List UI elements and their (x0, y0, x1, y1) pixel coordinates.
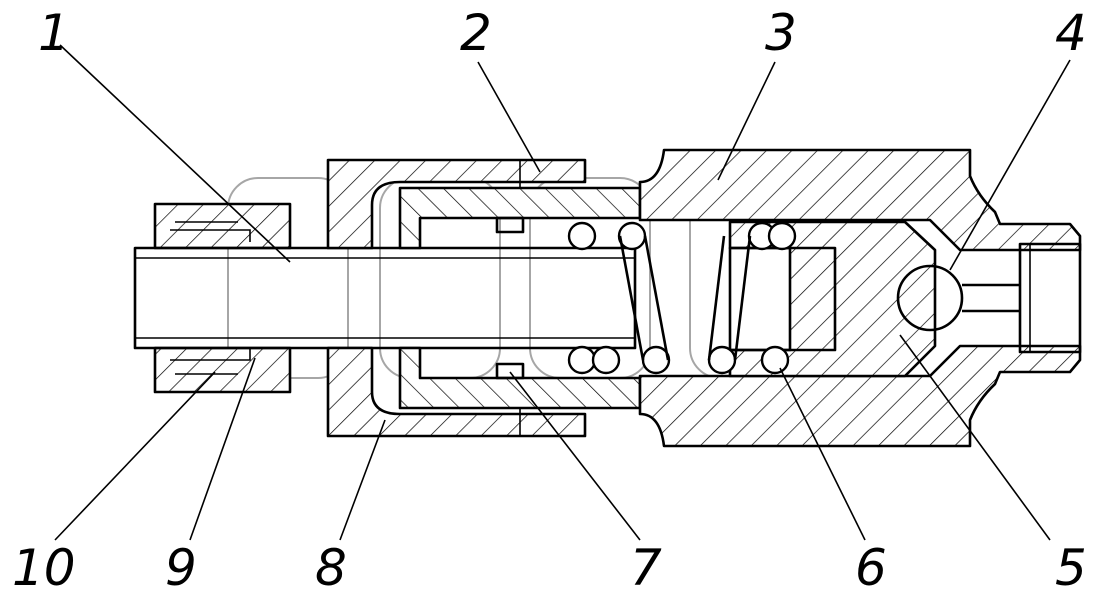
callout-7: 7 (630, 539, 662, 597)
callout-5: 5 (1055, 539, 1087, 597)
spring (567, 221, 797, 375)
callout-6: 6 (855, 539, 887, 597)
union-nut (153, 202, 292, 394)
housing (638, 148, 1082, 448)
leader-lines (54, 44, 1071, 541)
callout-2: 2 (460, 4, 492, 62)
callout-3: 3 (765, 4, 797, 62)
callout-10: 10 (12, 539, 76, 597)
callout-9: 9 (165, 539, 197, 597)
o-rings (495, 216, 525, 380)
check-ball (896, 264, 1020, 332)
callout-1: 1 (38, 4, 70, 62)
sleeve (398, 160, 642, 436)
callout-8: 8 (315, 539, 347, 597)
callout-4: 4 (1055, 4, 1087, 62)
inlet-tube (133, 246, 637, 350)
